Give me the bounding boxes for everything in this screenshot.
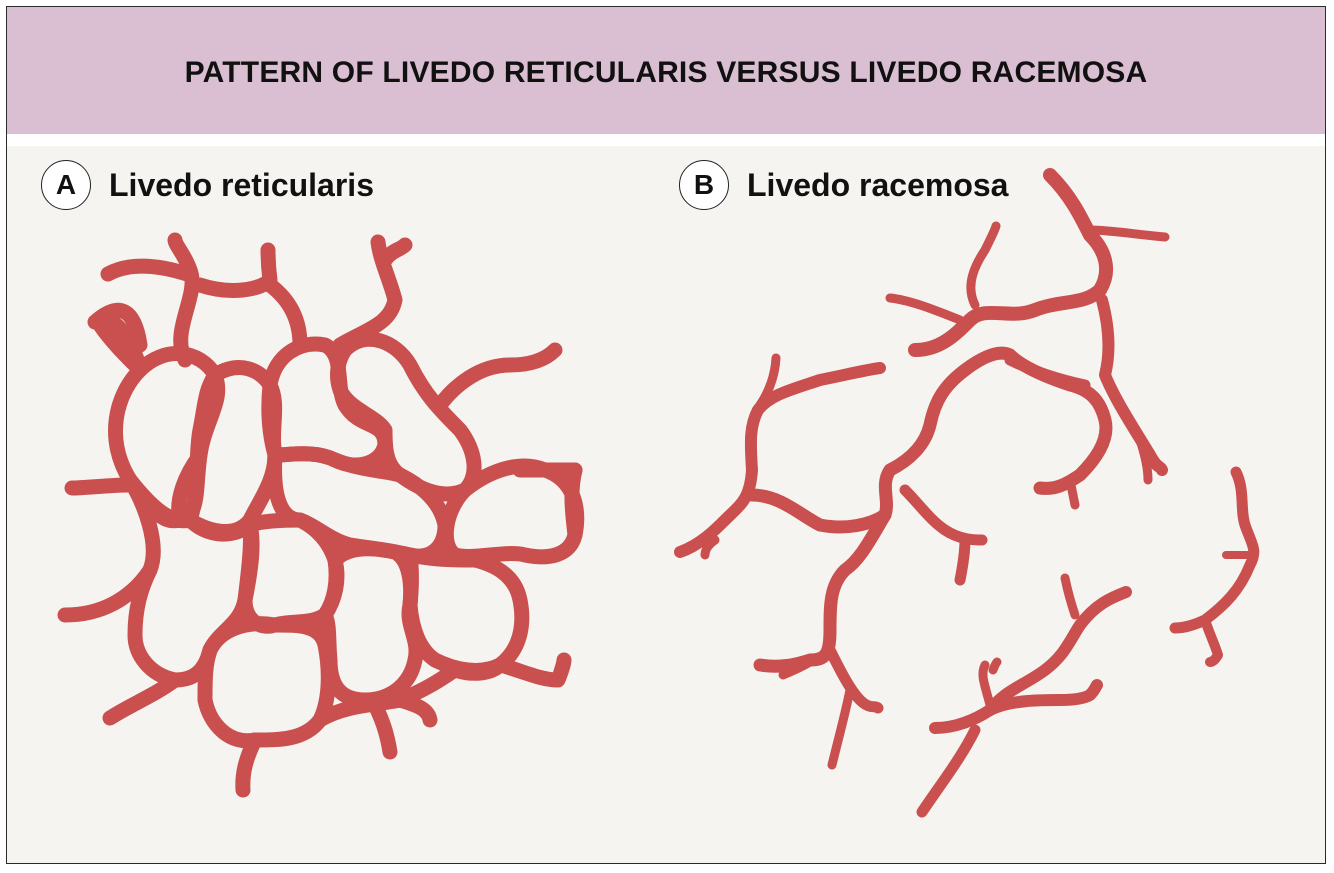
branch-segment — [890, 298, 960, 320]
net-spur — [72, 485, 130, 488]
livedo-reticularis-network — [65, 240, 577, 790]
panel-b-badge: B — [679, 160, 729, 210]
branch-segment — [905, 490, 982, 580]
net-spur — [270, 285, 300, 345]
net-spur — [500, 660, 564, 680]
branch-segment — [705, 540, 715, 555]
panel-a-badge: A — [41, 160, 91, 210]
panel-b-title: Livedo racemosa — [747, 167, 1008, 204]
branch-segment — [1065, 578, 1075, 615]
net-cell — [275, 454, 445, 556]
panel-a-title: Livedo reticularis — [109, 167, 374, 204]
branch-segment — [1175, 472, 1254, 628]
net-spur — [243, 740, 255, 790]
panel-b-label: B Livedo racemosa — [679, 160, 1008, 210]
branch-segment — [760, 515, 885, 666]
net-spur — [375, 705, 390, 752]
livedo-racemosa-branches — [680, 175, 1254, 812]
net-spur — [572, 470, 575, 535]
net-cell — [325, 549, 416, 700]
branch-segment — [830, 650, 878, 708]
net-spur — [340, 242, 405, 345]
panel-a-label: A Livedo reticularis — [41, 160, 374, 210]
net-cell — [269, 344, 385, 465]
branch-segment — [971, 226, 996, 305]
branch-segment — [832, 690, 850, 765]
net-spur — [200, 250, 270, 290]
net-cell — [410, 555, 522, 670]
branch-segment — [1205, 620, 1218, 662]
branch-segment — [1090, 230, 1165, 237]
net-spur — [110, 680, 175, 718]
net-spur — [400, 700, 430, 720]
net-spur — [108, 266, 190, 275]
net-spur — [440, 350, 555, 405]
net-spur — [175, 240, 192, 360]
branch-segment — [1070, 480, 1075, 505]
branch-segment — [922, 730, 975, 812]
branch-segment — [1102, 300, 1162, 470]
branch-segment — [990, 592, 1126, 710]
net-cell — [205, 624, 328, 741]
